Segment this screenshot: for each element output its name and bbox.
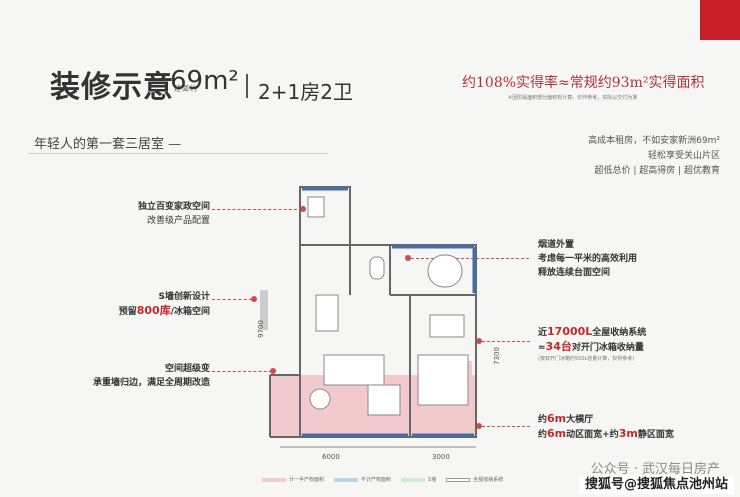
callout-flex-space: 空间超级变 承重墙归边，满足全周期改造 [92,364,210,388]
leader-dot [270,368,276,374]
dining-table-icon [315,294,339,332]
source-banner: 搜狐号@搜狐焦点池州站 [578,476,734,494]
main-shell [299,244,477,438]
leader-dot [405,255,411,261]
callout-flue: 烟道外置 考虑每一平米的高效利用 释放连续台面空间 [538,240,638,278]
washer-icon [307,196,325,218]
selling-point-2: 轻松享受关山片区 [647,151,720,161]
selling-point-1: 高成本租房，不如安家新洲69m² [588,136,720,146]
s-wall [260,290,268,330]
callout-s-wall: S墙创新设计 预留800库/冰箱空间 [118,292,210,317]
efficiency-note: ※因附属面积部分面积有计算，仅作参考，实际以交付为准 [508,95,638,101]
bed-icon [417,354,469,406]
room-count: 2+1房2卫 [258,80,353,104]
legend-item-storage: 全屋收纳系统 [446,476,503,483]
area-value: 69m² [170,66,239,96]
watermark: 公众号 · 武汉每日房产 [590,462,720,477]
subtitle: 年轻人的第一套三居室 — [34,137,182,152]
leader-line [411,258,529,259]
leader-dot [251,296,257,302]
dimension-left: 9700 [256,320,265,338]
legend-item-s-wall: S墙 [401,476,436,483]
desk-icon [429,314,465,338]
callout-living-room: 约6m大横厅 约6m动区面宽+约3m静区面宽 [538,412,674,440]
bathtub-icon [427,254,463,288]
efficiency-rate: 约108%实得率≈常规约93m²实得面积 [462,75,705,91]
leader-line [482,341,530,342]
leader-dot [476,338,482,344]
dimension-bottom-left: 6000 [322,453,340,461]
brand-corner [700,0,740,40]
floor-plan [260,186,477,448]
selling-points: 高成本租房，不如安家新洲69m² 轻松享受关山片区 超低总价 | 超高得房 | … [588,134,720,179]
dimension-bottom-right: 3000 [432,453,450,461]
tv-cabinet-icon [367,384,401,416]
sofa-icon [323,354,385,386]
leader-line [212,299,252,300]
leader-line [482,426,530,427]
dimension-right: 7300 [492,347,501,365]
legend: 计一半产权面积 不计产权面积 S墙 全屋收纳系统 [262,476,503,483]
page-title: 装修示意建面约 [50,70,198,105]
leader-dot [300,206,306,212]
leader-dot [476,423,482,429]
subtitle-rule [28,153,328,154]
armchair-icon [309,388,331,410]
legend-item-no-area: 不计产权面积 [334,476,391,483]
legend-item-half-area: 计一半产权面积 [262,476,324,483]
callout-storage: 近17000L全屋收纳系统 ≈34台对开门冰箱收纳量 (按双开门冰箱约500L容… [538,325,647,362]
toilet-icon [369,256,385,280]
divider [246,74,248,98]
leader-line [212,209,302,210]
leader-line [212,371,272,372]
callout-laundry: 独立百变家政空间 改善级产品配置 [137,202,210,226]
selling-point-3: 超低总价 | 超高得房 | 超优教育 [594,166,720,176]
